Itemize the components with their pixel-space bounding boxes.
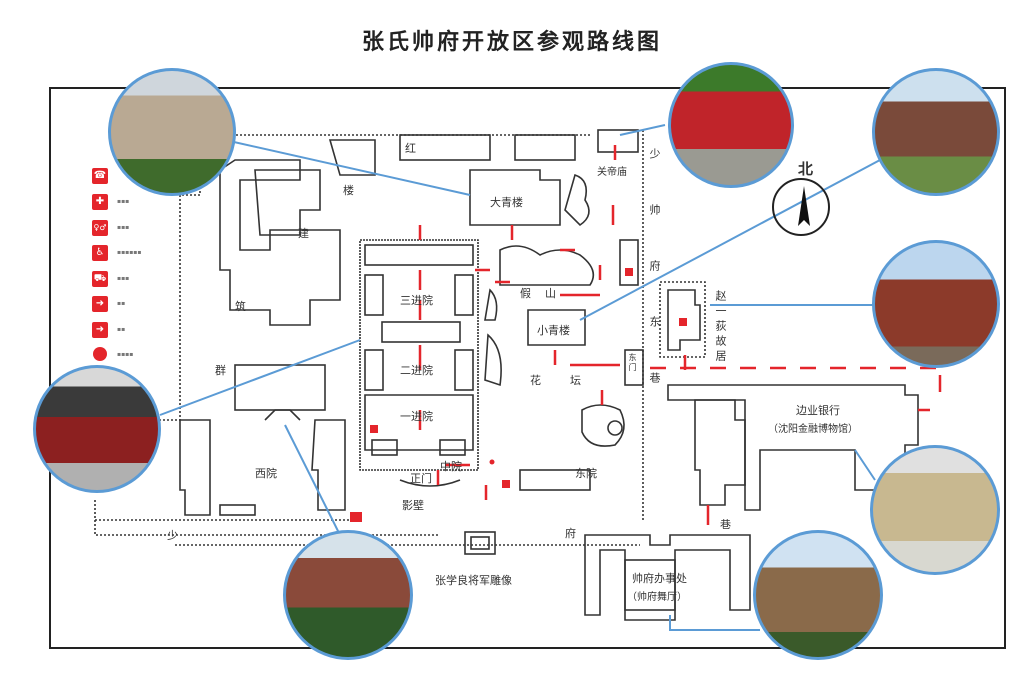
legend-text: ▪▪ bbox=[117, 326, 126, 333]
label-south-lane-3: 巷 bbox=[720, 518, 731, 531]
legend-text: ▪▪▪ bbox=[117, 224, 130, 231]
label-yijinyuan: 一进院 bbox=[400, 410, 433, 423]
label-qun: 群 bbox=[215, 364, 226, 377]
ticket-point-icon bbox=[93, 347, 107, 361]
label-south-lane-2: 府 bbox=[565, 527, 576, 540]
compass-label: 北 bbox=[798, 160, 814, 178]
facility-markers bbox=[350, 268, 687, 522]
map-border bbox=[49, 87, 1006, 649]
label-dongmen: 东门 bbox=[628, 353, 637, 373]
accessible-restroom-icon: ♿ bbox=[92, 245, 108, 261]
label-xiaoqinglou: 小青楼 bbox=[537, 324, 570, 337]
exit-icon: ➜ bbox=[92, 322, 108, 338]
label-zhengmen: 正门 bbox=[410, 472, 432, 485]
photo-zhao-yidi-residence bbox=[872, 240, 1000, 368]
label-statue: 张学良将军雕像 bbox=[435, 574, 512, 587]
label-jiashan-2: 山 bbox=[545, 287, 556, 300]
photo-office-ballroom bbox=[753, 530, 883, 660]
legend-text: ▪▪▪▪ bbox=[117, 351, 134, 358]
label-zhaoyidi-residence: 赵一荻故居 bbox=[714, 290, 727, 365]
label-dongyuan: 东院 bbox=[575, 467, 597, 480]
legend-text: ▪▪▪ bbox=[117, 275, 130, 282]
label-guandimiao: 关帝庙 bbox=[597, 167, 627, 178]
label-south-lane-1: 少 bbox=[167, 529, 178, 542]
label-daqinglou: 大青楼 bbox=[490, 196, 523, 209]
label-erjinyuan: 二进院 bbox=[400, 364, 433, 377]
photo-main-gate bbox=[33, 365, 161, 493]
label-huatan-1: 花 bbox=[530, 374, 541, 387]
route-arrows bbox=[418, 145, 950, 525]
restroom-icon: ♀♂ bbox=[92, 220, 108, 236]
label-office: 帅府办事处 bbox=[632, 572, 687, 585]
photo-west-courtyard-building bbox=[283, 530, 413, 660]
label-jiashan-1: 假 bbox=[520, 287, 531, 300]
label-xiyuan: 西院 bbox=[255, 467, 277, 480]
label-lou: 楼 bbox=[343, 184, 354, 197]
label-hong: 红 bbox=[405, 142, 416, 155]
phone-icon: ☎ bbox=[92, 168, 108, 184]
photo-guandi-temple bbox=[668, 62, 794, 188]
label-finance-museum: （沈阳金融博物馆） bbox=[768, 424, 858, 435]
shop-icon: ⛟ bbox=[92, 271, 108, 287]
label-sanjinyuan: 三进院 bbox=[400, 294, 433, 307]
legend-text: ▪▪▪ bbox=[117, 198, 130, 205]
entrance-icon: ➜ bbox=[92, 296, 108, 312]
label-zhongyuan: 中院 bbox=[440, 460, 462, 473]
label-east-lane: 少帅府东巷 bbox=[648, 148, 661, 428]
first-aid-icon: ✚ bbox=[92, 194, 108, 210]
photo-small-green-building bbox=[872, 68, 1000, 196]
north-arrow-icon bbox=[798, 186, 810, 226]
photo-bianye-bank bbox=[870, 445, 1000, 575]
legend-text: ▪▪ bbox=[117, 300, 126, 307]
photo-leader-lines bbox=[159, 124, 881, 631]
label-bianye-bank: 边业银行 bbox=[796, 404, 840, 417]
photo-red-building bbox=[108, 68, 236, 196]
map-title: 张氏帅府开放区参观路线图 bbox=[361, 30, 662, 55]
compass bbox=[772, 178, 830, 236]
legend-text: ▪▪▪▪▪▪ bbox=[117, 249, 142, 256]
label-huatan-2: 坛 bbox=[570, 374, 581, 387]
label-zhu: 筑 bbox=[235, 300, 246, 313]
label-ballroom: （帅府舞厅） bbox=[627, 592, 687, 603]
label-jian: 建 bbox=[298, 227, 309, 240]
label-yingbi: 影壁 bbox=[402, 499, 424, 512]
